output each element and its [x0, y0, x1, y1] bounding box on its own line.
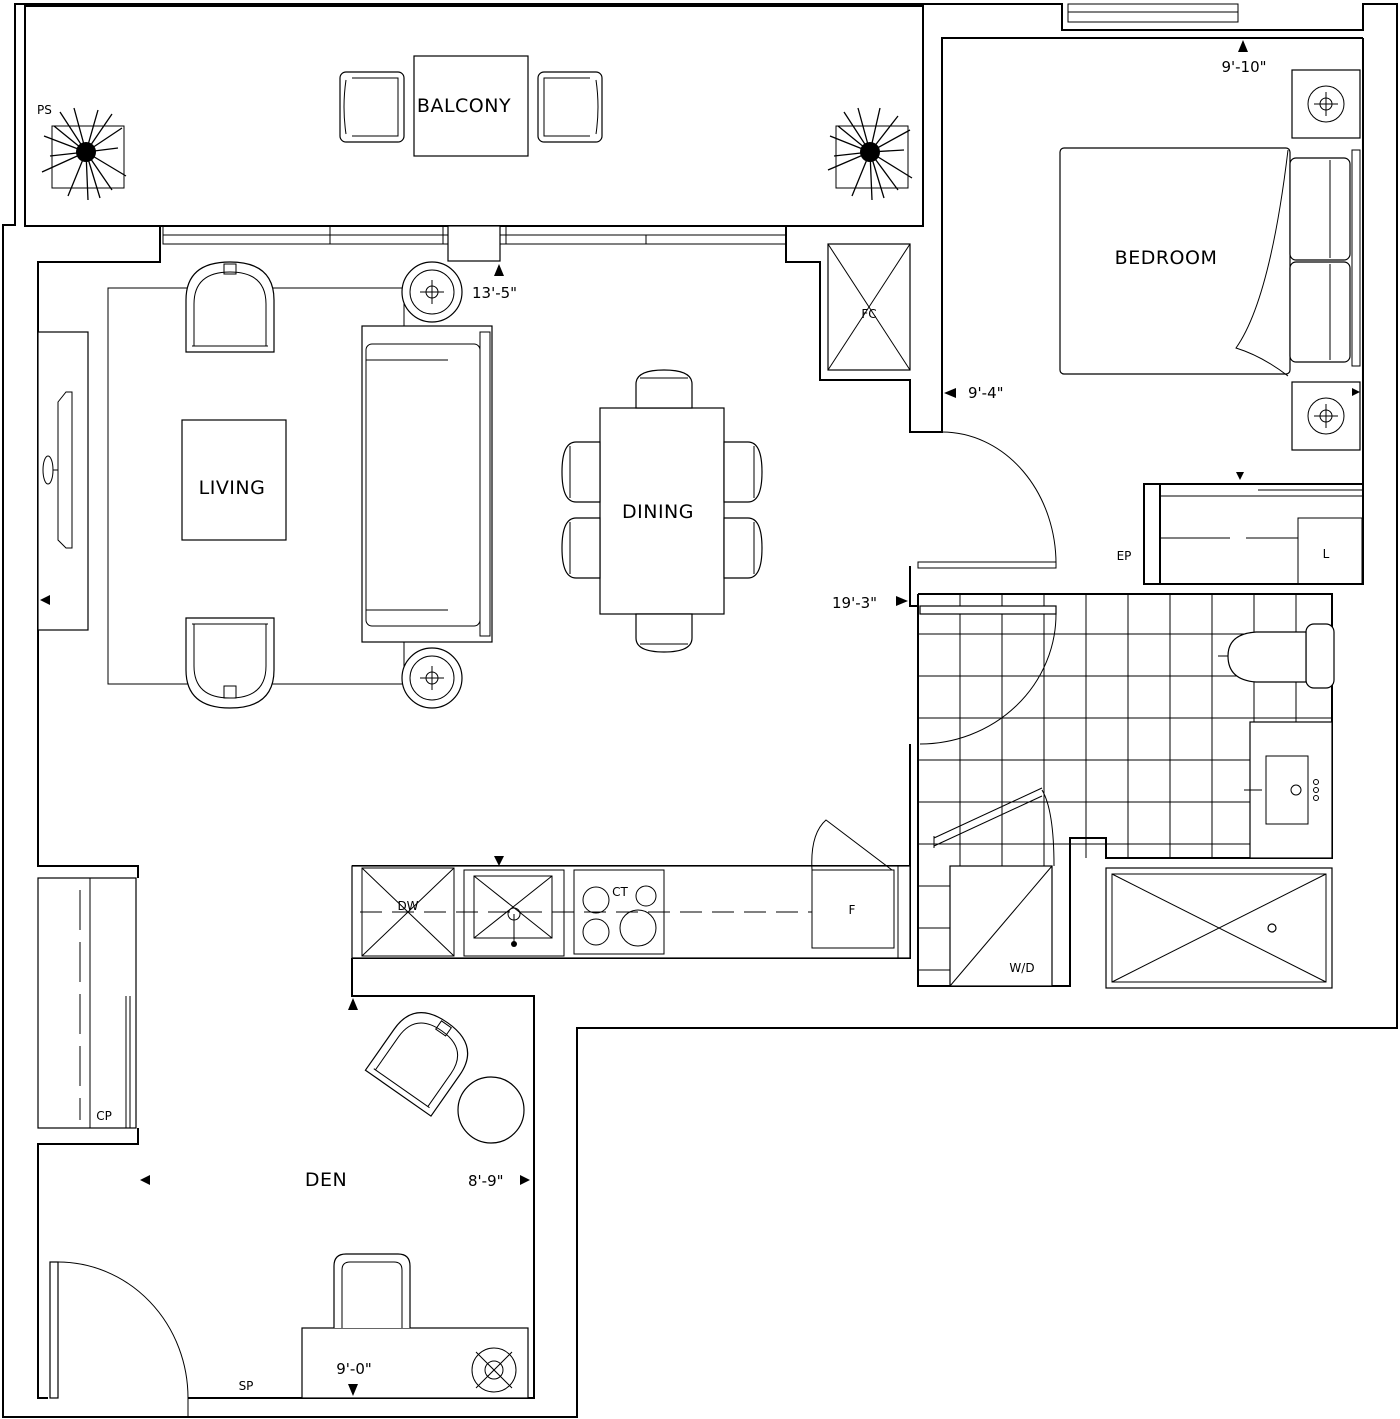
dimension-labels: 9'-10" 9'-4" 13'-5" 19'-3" 8'-9" 9'-0" [336, 40, 1267, 1378]
washer-dryer: W/D [933, 787, 1055, 987]
bedroom-area: BEDROOM L EP [917, 69, 1364, 585]
planter-right [827, 107, 913, 201]
living-area: LIVING [37, 261, 493, 709]
dining-chairs [561, 369, 763, 653]
armchair-bottom [185, 617, 275, 709]
dim-living-length: 19'-3" [832, 594, 877, 612]
den-area: DEN SP [49, 998, 530, 1417]
balcony-area: BALCONY PS [24, 5, 924, 227]
den-label: DEN [305, 1169, 347, 1191]
fridge: F [811, 819, 899, 958]
outer-wall [2, 3, 1398, 1418]
cooktop: CT [573, 869, 665, 955]
bedroom-south-wall [1159, 483, 1363, 585]
shower [1105, 867, 1333, 989]
dishwasher: DW [361, 867, 455, 957]
bath-wall [909, 566, 918, 607]
balcony-label: BALCONY [417, 95, 511, 117]
bathroom-area: W/D [917, 593, 1335, 989]
fc-wall [785, 37, 1363, 433]
ep-label: EP [1117, 549, 1132, 563]
desk-lamp [471, 1347, 517, 1393]
linen-label: L [1323, 547, 1330, 561]
nightstand-bottom [1291, 381, 1361, 451]
balcony-chair-right [537, 71, 603, 143]
kitchen-counter: DW CT F [351, 819, 911, 959]
cp-closet: CP [37, 877, 137, 1129]
balcony-chair-left [339, 71, 405, 143]
den-armchair [364, 1012, 469, 1117]
nightstand-top [1291, 69, 1361, 139]
ct-label: CT [612, 885, 628, 899]
fc-closet: FC [827, 243, 911, 371]
living-label: LIVING [199, 477, 266, 499]
den-west-wall [37, 1128, 139, 1399]
desk-chair [333, 1253, 411, 1328]
sp-label: SP [239, 1379, 254, 1393]
dw-label: DW [397, 899, 418, 913]
kitchen-sink [463, 869, 565, 957]
bedroom-window [1067, 3, 1239, 23]
planter-left [41, 107, 127, 201]
bedroom-east-wall [1143, 38, 1364, 585]
wd-label: W/D [1009, 961, 1034, 975]
dim-den-depth: 9'-0" [336, 1360, 372, 1378]
lamp-top [401, 261, 463, 323]
dim-bedroom-width: 9'-10" [1221, 58, 1266, 76]
bedroom-label: BEDROOM [1115, 247, 1218, 269]
lamp-bottom [401, 647, 463, 709]
dining-area: DINING [561, 369, 763, 653]
fc-label: FC [861, 307, 876, 321]
f-label: F [849, 903, 856, 917]
dim-living-width: 13'-5" [472, 284, 517, 302]
vanity [1244, 721, 1333, 859]
balcony-glazing [162, 225, 787, 262]
cp-label: CP [96, 1109, 112, 1123]
ps-label: PS [37, 103, 52, 117]
armchair-top [185, 261, 275, 353]
dining-label: DINING [622, 501, 694, 523]
dim-den-width: 8'-9" [468, 1172, 504, 1190]
dim-bedroom-depth: 9'-4" [968, 384, 1004, 402]
toilet [1218, 623, 1335, 689]
